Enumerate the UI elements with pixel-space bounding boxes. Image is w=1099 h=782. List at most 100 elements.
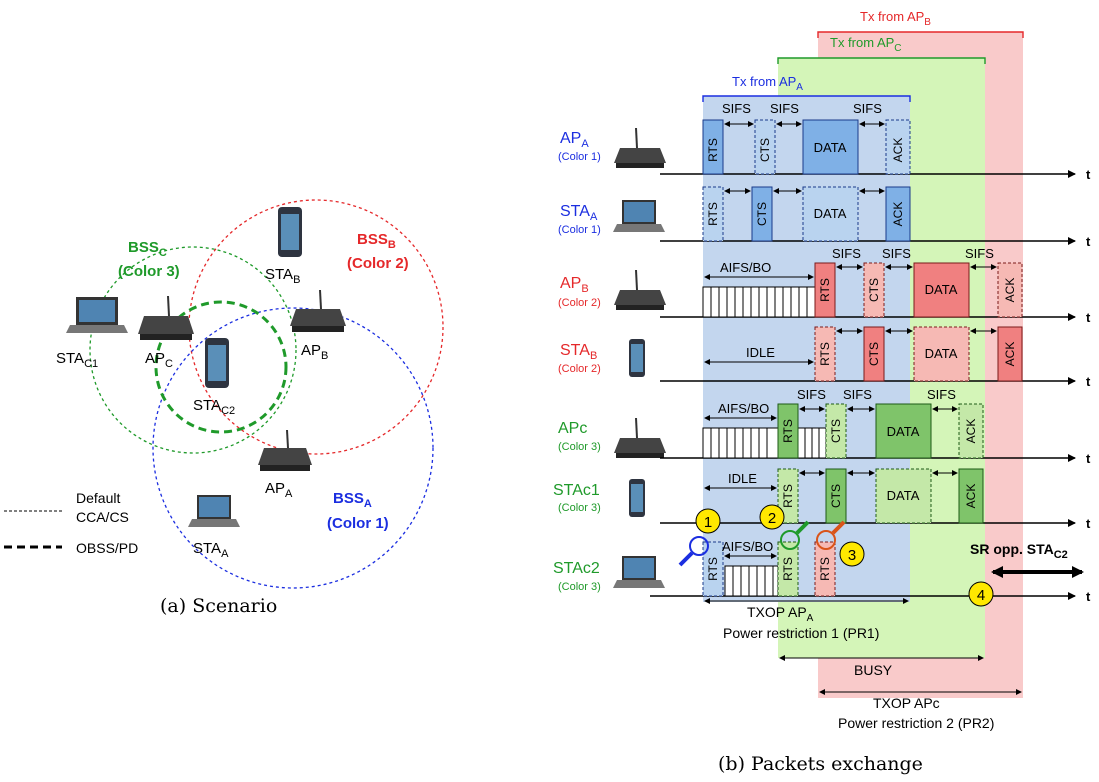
- svg-text:APB: APB: [301, 342, 328, 362]
- row-ap-b-color: (Color 2): [558, 297, 601, 309]
- caption-b: (b) Packets exchange: [718, 753, 923, 775]
- row-ap-b-frames: AIFS/BO RTS CTS DATA ACK SIFS SIFS SIFS: [702, 246, 1023, 318]
- pr2-label: Power restriction 2 (PR2): [838, 715, 994, 731]
- router-icon: [290, 289, 346, 332]
- phone-icon: [205, 338, 229, 388]
- sta-b-label: STA: [265, 266, 293, 283]
- row-ap-a-frames: RTS CTS DATA ACK SIFS SIFS SIFS: [702, 101, 911, 175]
- rts-frame: RTS: [818, 342, 832, 366]
- svg-text:BSSB: BSSB: [357, 231, 396, 251]
- ap-b-label: AP: [301, 342, 321, 359]
- row-ap-c-color: (Color 3): [558, 441, 601, 453]
- laptop-icon: [66, 297, 128, 333]
- ack-frame: ACK: [1003, 342, 1017, 367]
- magnifier-icon: [678, 536, 709, 567]
- row-ap-c-frames: AIFS/BO RTS CTS DATA ACK SIFS SIFS SIFS: [702, 387, 984, 459]
- laptop-icon: [613, 556, 665, 588]
- time-axis-label: t: [1086, 234, 1091, 249]
- row-sta-b-frames: IDLE RTS CTS DATA ACK: [704, 326, 1023, 382]
- row-sta-b-color: (Color 2): [558, 363, 601, 375]
- ack-frame: ACK: [964, 419, 978, 444]
- row-sta-c2-color: (Color 3): [558, 581, 601, 593]
- svg-text:2: 2: [768, 510, 776, 527]
- router-icon: [614, 417, 666, 458]
- step-marker-4: 4: [968, 581, 994, 607]
- rts-frame: RTS: [706, 557, 720, 581]
- svg-text:4: 4: [977, 587, 985, 604]
- cts-frame: CTS: [755, 202, 769, 226]
- svg-text:SR opp. STAC2: SR opp. STAC2: [970, 541, 1068, 561]
- svg-text:Tx from APA: Tx from APA: [732, 74, 803, 93]
- data-frame: DATA: [925, 346, 958, 361]
- cts-frame: CTS: [758, 138, 772, 162]
- svg-text:Tx from APB: Tx from APB: [860, 9, 931, 28]
- bss-b-label: BSS: [357, 231, 388, 248]
- exchange-panel: Tx from APB Tx from APC Tx from APA APA …: [553, 9, 1091, 775]
- svg-text:TXOP APA: TXOP APA: [747, 604, 814, 624]
- sifs-label: SIFS: [797, 387, 826, 402]
- row-sta-c1-label: STAc1: [553, 482, 600, 499]
- pr1-label: Power restriction 1 (PR1): [723, 625, 879, 641]
- tx-from-ap-c: Tx from AP: [830, 35, 894, 50]
- row-ap-a-label: APA: [560, 130, 589, 150]
- time-axis-label: t: [1086, 167, 1091, 182]
- aifs-bo-label: AIFS/BO: [718, 401, 769, 416]
- ap-c-label: AP: [145, 350, 165, 367]
- bss-b-color: (Color 2): [347, 255, 409, 272]
- router-icon: [258, 429, 312, 471]
- row-sta-a-color: (Color 1): [558, 224, 601, 236]
- phone-icon: [629, 339, 645, 377]
- row-ap-b-label: APB: [560, 275, 589, 295]
- legend-default-1: Default: [76, 490, 120, 506]
- bss-a-range: [152, 307, 434, 589]
- sifs-label: SIFS: [843, 387, 872, 402]
- svg-text:1: 1: [704, 514, 712, 531]
- txop-ap-a-label: TXOP AP: [747, 604, 807, 620]
- phone-icon: [278, 207, 302, 257]
- step-marker-1: 1: [695, 508, 721, 534]
- bss-a-label: BSS: [333, 490, 364, 507]
- magnifier-icon: [816, 520, 846, 550]
- svg-text:STAA: STAA: [193, 540, 229, 560]
- time-axis-label: t: [1086, 374, 1091, 389]
- row-ap-a-color: (Color 1): [558, 151, 601, 163]
- row-sta-c2-label: STAc2: [553, 560, 600, 577]
- svg-text:APC: APC: [145, 350, 173, 370]
- svg-text:STAC1: STAC1: [56, 350, 98, 370]
- data-frame: DATA: [887, 424, 920, 439]
- sifs-label: SIFS: [882, 246, 911, 261]
- laptop-icon: [613, 200, 665, 232]
- svg-text:APA: APA: [265, 480, 293, 500]
- svg-text:BSSC: BSSC: [128, 239, 167, 259]
- aifs-bo-label: AIFS/BO: [722, 539, 773, 554]
- rts-frame: RTS: [706, 202, 720, 226]
- rts-frame: RTS: [818, 557, 832, 581]
- step-marker-3: 3: [839, 541, 865, 567]
- sifs-label: SIFS: [722, 101, 751, 116]
- busy-label: BUSY: [854, 662, 893, 678]
- rts-frame: RTS: [781, 484, 795, 508]
- cts-frame: CTS: [867, 342, 881, 366]
- svg-text:3: 3: [848, 547, 856, 564]
- bss-c-label: BSS: [128, 239, 159, 256]
- ack-frame: ACK: [891, 138, 905, 163]
- row-ap-c-label: APc: [558, 420, 587, 437]
- ack-frame: ACK: [1003, 278, 1017, 303]
- rts-frame: RTS: [781, 557, 795, 581]
- cts-frame: CTS: [867, 278, 881, 302]
- phone-icon: [629, 479, 645, 517]
- svg-text:BSSA: BSSA: [333, 490, 372, 510]
- time-axis-label: t: [1086, 516, 1091, 531]
- idle-label: IDLE: [728, 471, 757, 486]
- bss-c-range: [89, 246, 297, 454]
- row-labels: APA (Color 1) STAA (Color 1) APB (Color …: [553, 130, 601, 593]
- sta-c1-label: STA: [56, 350, 84, 367]
- rts-frame: RTS: [818, 278, 832, 302]
- idle-label: IDLE: [746, 345, 775, 360]
- cts-frame: CTS: [829, 419, 843, 443]
- row-sta-a-frames: RTS CTS DATA ACK: [702, 186, 911, 242]
- time-axis-label: t: [1086, 310, 1091, 325]
- bss-c-color: (Color 3): [118, 263, 180, 280]
- row-sta-c1-frames: IDLE RTS CTS DATA ACK: [704, 468, 984, 524]
